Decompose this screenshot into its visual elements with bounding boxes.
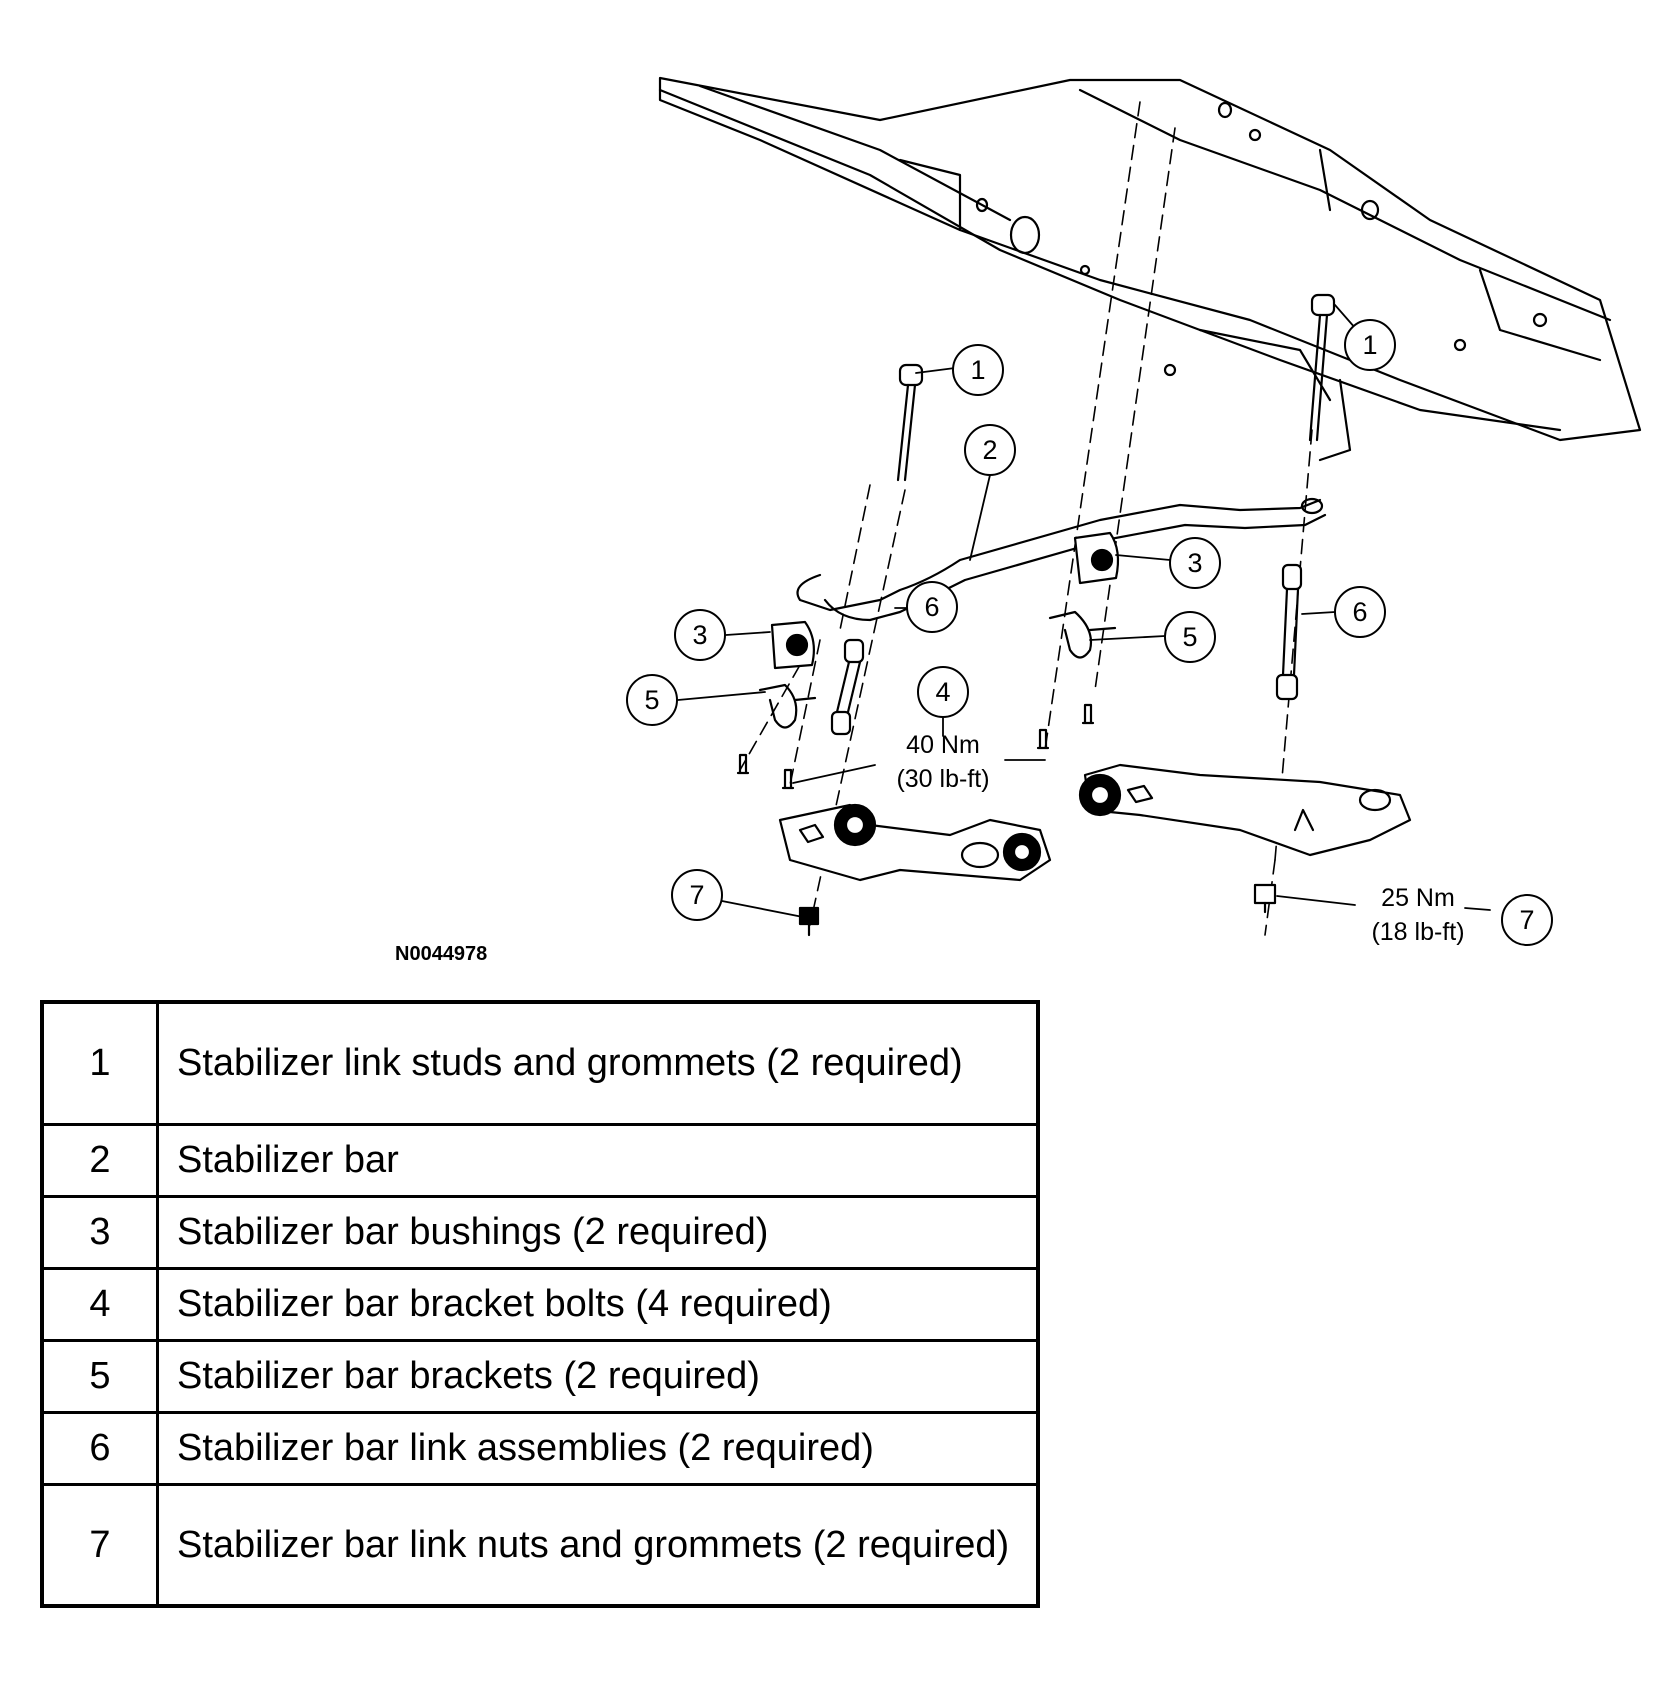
legend-description: Stabilizer bar link assemblies (2 requir… (156, 1410, 1040, 1486)
callout-1-right: 1 (1362, 330, 1377, 360)
torque-link-nuts-lbft: (18 lb-ft) (1371, 918, 1464, 946)
bushing-right (1073, 531, 1120, 585)
torque-bracket-bolts-lbft: (30 lb-ft) (896, 765, 989, 793)
legend-description: Stabilizer bar link nuts and grommets (2… (156, 1482, 1040, 1608)
frame-rail (658, 76, 1642, 462)
bushing-left (770, 620, 815, 670)
callout-6-right: 6 (1352, 597, 1367, 627)
legend-description: Stabilizer bar (156, 1122, 1040, 1198)
legend-number: 5 (40, 1338, 159, 1414)
link-assembly-left (830, 638, 865, 736)
parts-legend-table: 1 Stabilizer link studs and grommets (2 … (40, 1000, 1040, 1608)
legend-description: Stabilizer link studs and grommets (2 re… (156, 1000, 1040, 1126)
legend-number: 6 (40, 1410, 159, 1486)
torque-link-nuts-nm: 25 Nm (1381, 884, 1455, 912)
callout-5-right: 5 (1182, 622, 1197, 652)
legend-number: 1 (40, 1000, 159, 1126)
legend-description: Stabilizer bar bushings (2 required) (156, 1194, 1040, 1270)
lower-control-arm-right (1078, 763, 1412, 857)
bracket-bolts (736, 703, 1095, 790)
bracket-left (758, 683, 817, 729)
legend-row: 6 Stabilizer bar link assemblies (2 requ… (40, 1410, 1040, 1486)
legend-row: 3 Stabilizer bar bushings (2 required) (40, 1194, 1040, 1270)
stabilizer-bar (796, 497, 1327, 622)
figure-id: N0044978 (395, 943, 487, 965)
link-stud-left (896, 363, 924, 482)
legend-row: 4 Stabilizer bar bracket bolts (4 requir… (40, 1266, 1040, 1342)
callout-circles (626, 319, 1553, 946)
callout-7-left: 7 (689, 880, 704, 910)
link-nut-left (798, 906, 820, 937)
callout-2: 2 (982, 435, 997, 465)
legend-body: 1 Stabilizer link studs and grommets (2 … (40, 1000, 1040, 1608)
legend-row: 1 Stabilizer link studs and grommets (2 … (40, 1000, 1040, 1126)
legend-description: Stabilizer bar bracket bolts (4 required… (156, 1266, 1040, 1342)
bracket-right (1048, 610, 1117, 659)
legend-row: 7 Stabilizer bar link nuts and grommets … (40, 1482, 1040, 1608)
link-nut-right (1253, 883, 1277, 914)
callout-5-left: 5 (644, 685, 659, 715)
callout-6-left: 6 (924, 592, 939, 622)
torque-bracket-bolts-nm: 40 Nm (906, 731, 980, 759)
callout-3-right: 3 (1187, 548, 1202, 578)
callout-7-right: 7 (1519, 905, 1534, 935)
callout-1-left: 1 (970, 355, 985, 385)
lower-control-arm-left (778, 803, 1052, 882)
legend-number: 4 (40, 1266, 159, 1342)
link-stud-right (1308, 293, 1336, 442)
legend-row: 2 Stabilizer bar (40, 1122, 1040, 1198)
legend-number: 2 (40, 1122, 159, 1198)
legend-description: Stabilizer bar brackets (2 required) (156, 1338, 1040, 1414)
legend-number: 3 (40, 1194, 159, 1270)
legend-row: 5 Stabilizer bar brackets (2 required) (40, 1338, 1040, 1414)
link-assembly-right (1275, 563, 1303, 701)
callout-3-left: 3 (692, 620, 707, 650)
callout-4: 4 (935, 677, 950, 707)
legend-number: 7 (40, 1482, 159, 1608)
exploded-view-diagram: 1 1 2 3 3 5 5 6 6 4 7 7 40 Nm (30 lb-ft)… (395, 76, 1642, 965)
